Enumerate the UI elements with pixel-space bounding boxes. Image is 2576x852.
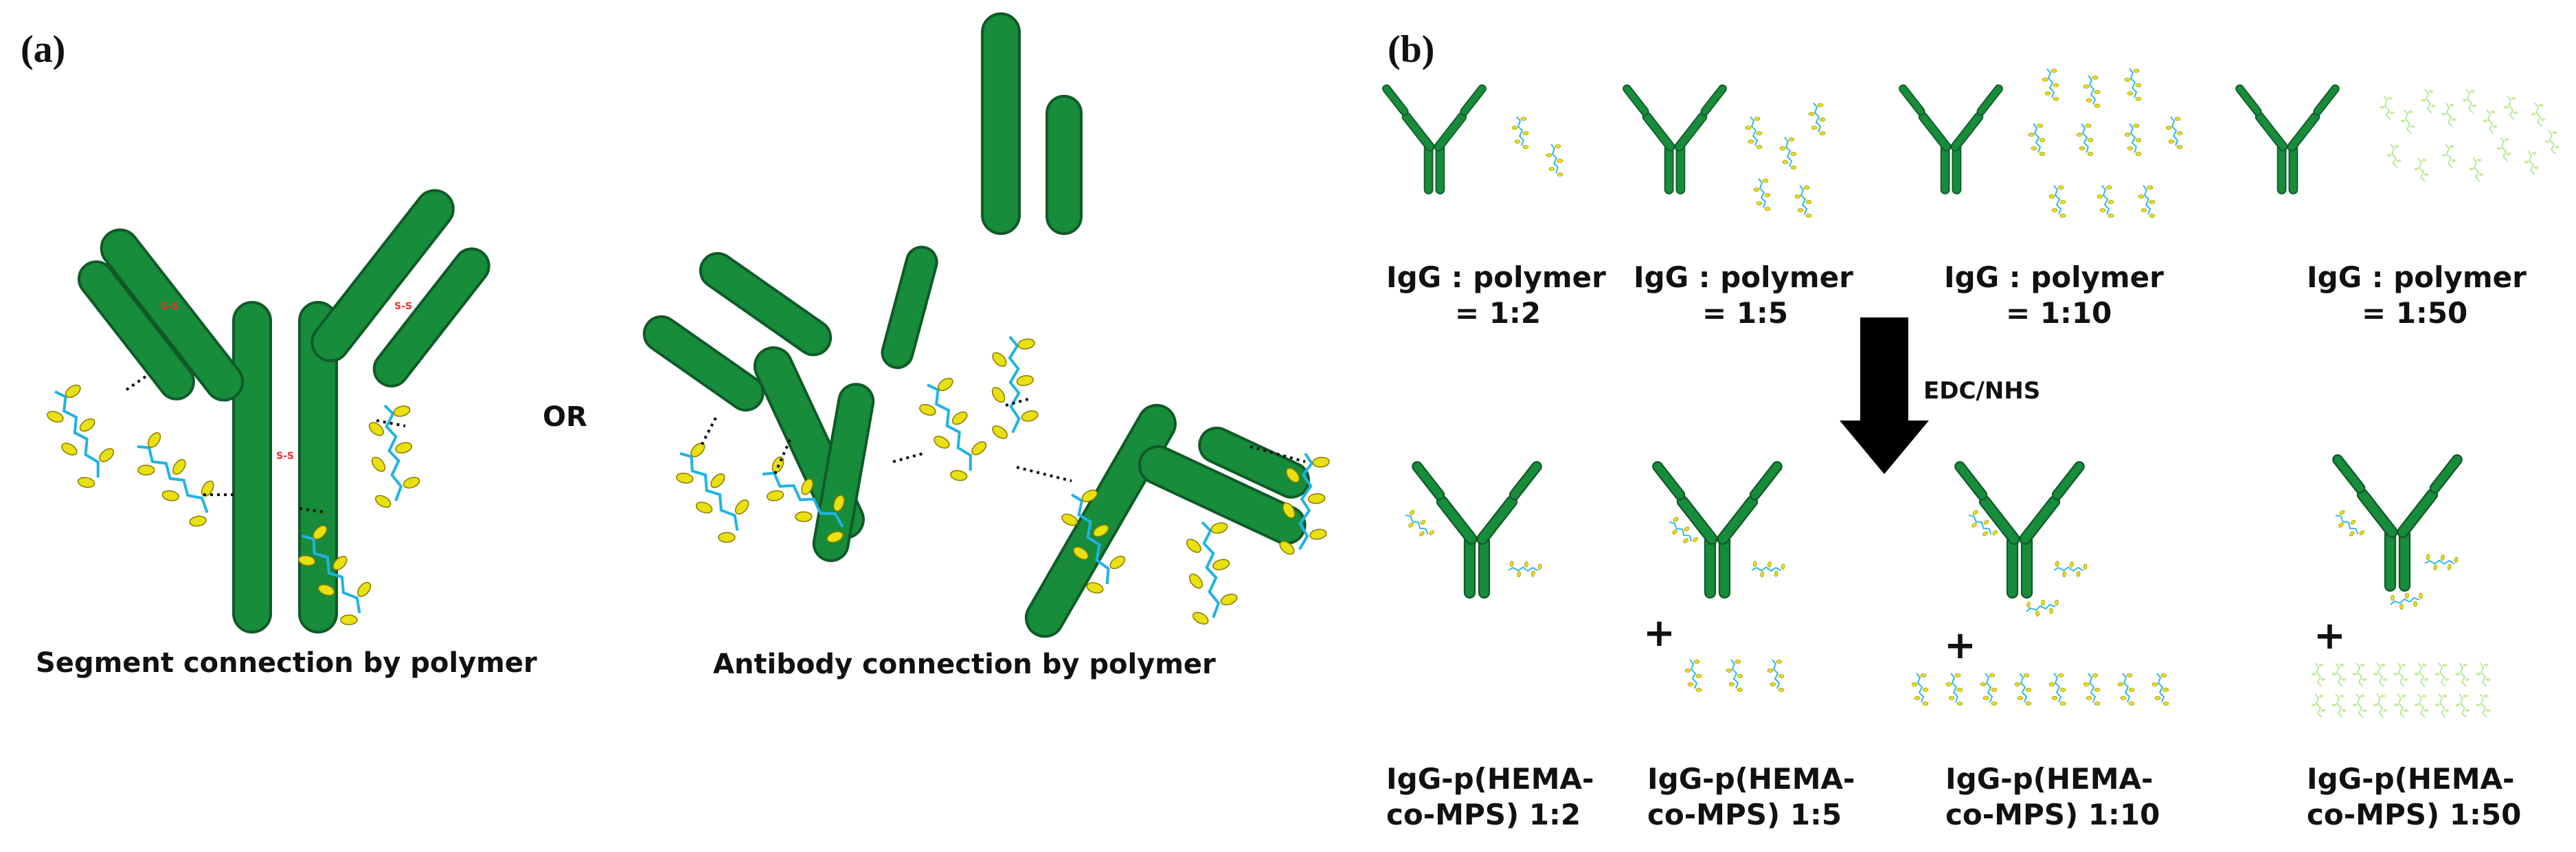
product-label-line1: IgG-p(HEMA- xyxy=(1945,762,2153,796)
reactant-1-10 xyxy=(1897,68,2183,218)
plus-sign: + xyxy=(1944,623,1976,668)
product-label-line1: IgG-p(HEMA- xyxy=(1647,762,1855,796)
ratio-label-line1: IgG : polymer xyxy=(1386,260,1606,294)
reaction-arrow xyxy=(1840,317,1929,474)
product-1-10 xyxy=(1911,459,2169,706)
ratio-label-line1: IgG : polymer xyxy=(1634,260,1853,294)
ratio-label-line2: = 1:10 xyxy=(2006,296,2112,330)
antibody-caption: Antibody connection by polymer xyxy=(713,649,1216,680)
ratio-label-line2: = 1:5 xyxy=(1702,296,1788,330)
panel-label-b: (b) xyxy=(1388,28,1434,71)
disulfide-label: S-S xyxy=(276,451,294,462)
reagent-label: EDC/NHS xyxy=(1923,377,2040,405)
reactant-1-50 xyxy=(2233,82,2560,194)
product-1-50 xyxy=(2310,452,2492,718)
disulfide-label: S-S xyxy=(161,301,179,312)
antibody-connection-cluster xyxy=(642,12,1355,638)
panel-label-a: (a) xyxy=(21,28,65,71)
reactant-1-2 xyxy=(1380,82,1563,194)
disulfide-label: S-S xyxy=(394,301,412,312)
segment-connection-antibody: S-S S-S S-S xyxy=(39,189,490,638)
ratio-label-line1: IgG : polymer xyxy=(2307,260,2527,294)
ratio-label-line2: = 1:2 xyxy=(1455,296,1541,330)
product-label-line2: co-MPS) 1:2 xyxy=(1386,798,1581,831)
ratio-label-line1: IgG : polymer xyxy=(1944,260,2164,294)
reactant-1-5 xyxy=(1620,82,1826,218)
product-label-line1: IgG-p(HEMA- xyxy=(2307,762,2514,796)
product-label-line2: co-MPS) 1:50 xyxy=(2307,798,2521,831)
ratio-label-line2: = 1:50 xyxy=(2362,296,2467,330)
segment-caption: Segment connection by polymer xyxy=(36,647,537,679)
plus-sign: + xyxy=(2314,614,2346,658)
product-label-line2: co-MPS) 1:5 xyxy=(1647,798,1842,831)
product-label-line1: IgG-p(HEMA- xyxy=(1386,762,1594,796)
product-1-2 xyxy=(1401,459,1544,599)
product-label-line2: co-MPS) 1:10 xyxy=(1945,798,2160,831)
product-1-5 xyxy=(1650,459,1786,693)
or-label: OR xyxy=(543,401,587,433)
plus-sign: + xyxy=(1643,611,1675,655)
